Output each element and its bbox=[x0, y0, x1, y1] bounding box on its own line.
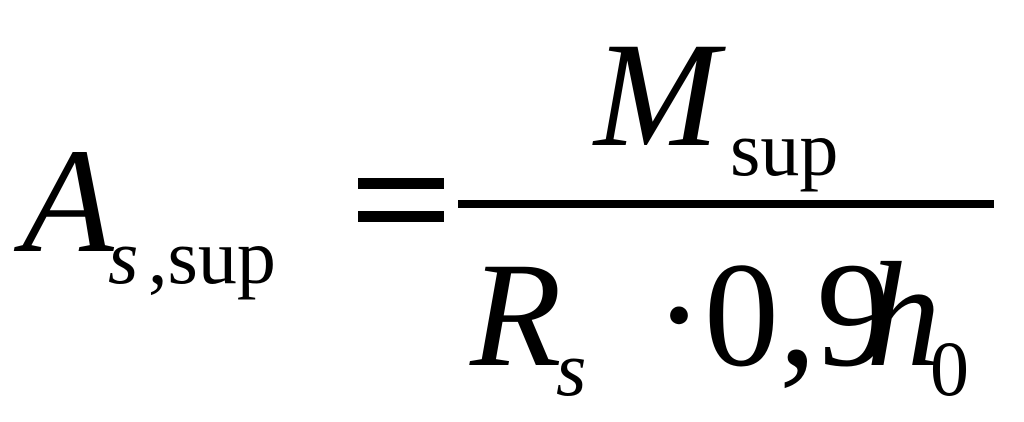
denominator-subscript: s bbox=[556, 325, 587, 412]
lhs-subscript-sup: ,sup bbox=[148, 213, 276, 300]
equals-sign-top-bar bbox=[358, 178, 444, 189]
denominator-variable: h bbox=[866, 232, 941, 398]
denominator-variable-subscript: 0 bbox=[930, 325, 969, 412]
lhs-symbol: A bbox=[22, 118, 114, 284]
numerator-subscript: sup bbox=[730, 105, 839, 192]
lhs-subscript-s: s bbox=[108, 213, 139, 300]
numerator-symbol: M bbox=[594, 12, 719, 178]
denominator-coefficient: ·0,9 bbox=[654, 232, 892, 398]
fraction-bar bbox=[458, 200, 994, 208]
denominator-symbol: R bbox=[470, 232, 562, 398]
equals-sign-bottom-bar bbox=[358, 211, 444, 222]
